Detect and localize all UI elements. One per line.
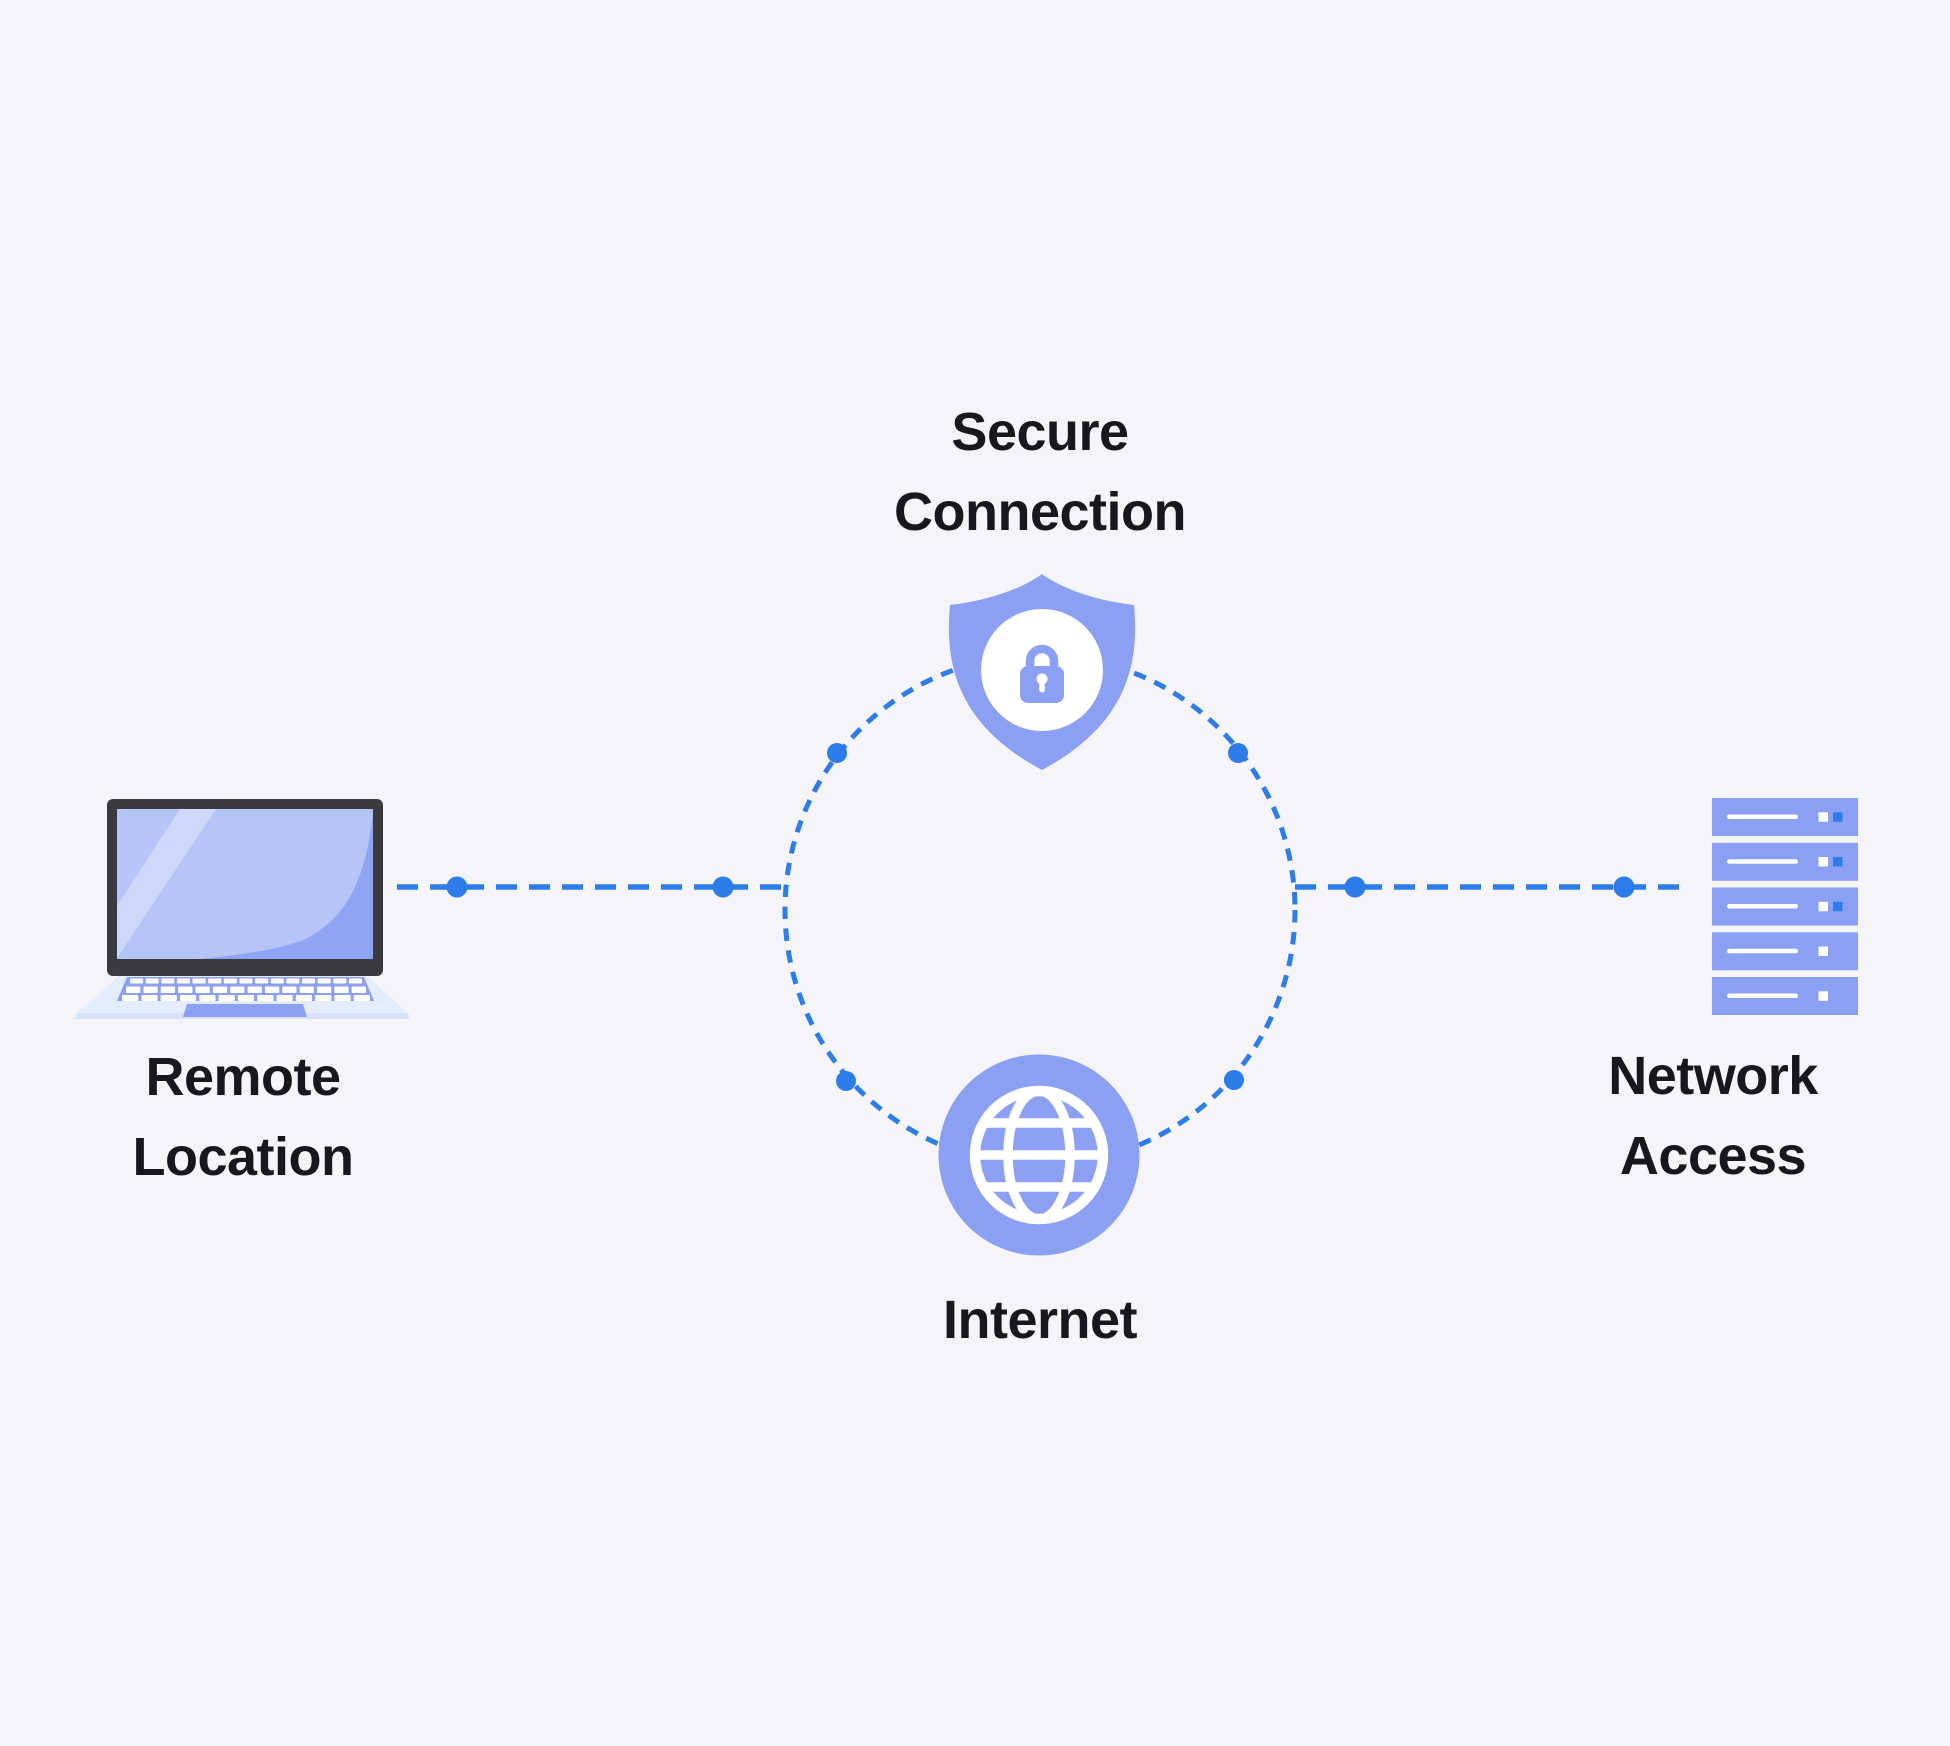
laptop-trackpad bbox=[183, 1004, 307, 1017]
server-stack-icon bbox=[1712, 798, 1858, 1015]
network-access-label-line1: Network bbox=[1608, 1046, 1818, 1106]
connection-line-right bbox=[1295, 876, 1690, 898]
internet-label: Internet bbox=[942, 1280, 1138, 1360]
laptop-icon bbox=[75, 799, 410, 1019]
shield-lock-icon bbox=[948, 574, 1136, 770]
internet-label-line1: Internet bbox=[942, 1290, 1138, 1350]
network-access-label: Network Access bbox=[1608, 1036, 1818, 1196]
remote-location-label: Remote Location bbox=[132, 1037, 355, 1197]
connection-node-dot bbox=[712, 876, 734, 898]
lock-icon bbox=[1020, 644, 1064, 703]
secure-connection-label-line2: Connection bbox=[894, 482, 1186, 542]
secure-connection-label-line1: Secure bbox=[951, 402, 1129, 462]
globe-icon bbox=[938, 1054, 1140, 1256]
remote-location-label-line2: Location bbox=[132, 1127, 355, 1187]
connection-node-dot bbox=[1344, 876, 1366, 898]
network-access-label-line2: Access bbox=[1619, 1126, 1807, 1186]
remote-location-label-line1: Remote bbox=[145, 1047, 341, 1107]
circle-node-dots bbox=[827, 743, 1248, 1091]
connection-node-dot bbox=[1613, 876, 1635, 898]
laptop-keyboard bbox=[122, 978, 370, 1001]
connection-node-dot bbox=[446, 876, 468, 898]
connection-line-left bbox=[397, 876, 786, 898]
secure-connection-label: Secure Connection bbox=[894, 392, 1186, 552]
